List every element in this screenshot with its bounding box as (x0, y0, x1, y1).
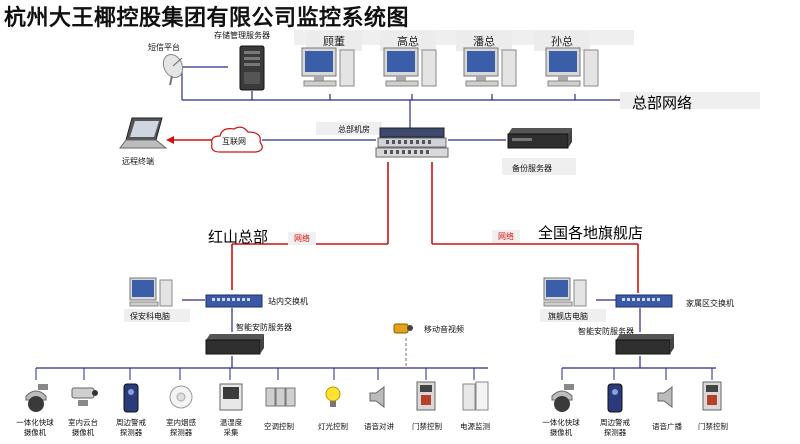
network-switch-icon (205, 294, 263, 308)
rack-server-icon (615, 334, 674, 355)
rack-server-icon (205, 334, 264, 355)
storage-server-label: 存储管理服务器 (214, 31, 270, 40)
device-label: 灯光控制 (318, 422, 348, 431)
perimeter-detector-icon (123, 383, 139, 413)
device-label: 一体化快球摄像机 (542, 418, 580, 437)
left-security-server-label: 智能安防服务器 (236, 323, 292, 332)
desktop-pc-icon (463, 47, 517, 87)
power-monitor-icon (462, 381, 489, 411)
machine-room-label: 总部机房 (338, 125, 370, 134)
desktop-pc-icon (543, 277, 587, 307)
smoke-detector-icon (169, 385, 193, 409)
satellite-dish-icon (162, 53, 184, 86)
pc-label-sun: 孙总 (534, 31, 590, 51)
speed-dome-camera-icon (25, 384, 48, 412)
light-bulb-icon (325, 386, 341, 407)
rack-server-icon (507, 128, 572, 149)
network-switch-icon (615, 294, 673, 308)
pc-label-pan: 潘总 (456, 31, 512, 51)
access-control-icon (702, 381, 722, 411)
device-label: 空调控制 (264, 422, 294, 431)
pc-label-gao: 高总 (380, 31, 436, 51)
device-label: 语音广播 (652, 422, 682, 431)
station-switch-label: 站内交换机 (268, 297, 308, 306)
backup-server-bar (502, 158, 576, 175)
right-security-server-label: 智能安防服务器 (578, 327, 634, 336)
diagram-title: 杭州大王椰控股集团有限公司监控系统图 (4, 5, 410, 31)
security-pc-label: 保安科电脑 (130, 312, 170, 321)
machine-room-bar (316, 122, 382, 135)
security-pc-bar (124, 309, 190, 322)
device-label: 室内云台摄像机 (68, 418, 98, 437)
left-network-label: 网络 (288, 232, 316, 245)
flagship-pc-label: 旗舰店电脑 (548, 312, 588, 321)
hq-network-label: 总部网络 (632, 94, 693, 112)
right-site-title: 全国各地旗舰店 (538, 224, 644, 242)
thermo-hygrometer-icon (219, 383, 243, 411)
backup-server-label: 备份服务器 (512, 164, 552, 173)
device-label: 门禁控制 (698, 422, 728, 431)
tower-server-icon (239, 45, 265, 91)
pc-label-gu: 顾董 (306, 31, 362, 51)
internet-label: 互联网 (222, 137, 246, 146)
sms-platform-label: 短信平台 (148, 43, 180, 52)
speed-dome-camera-icon (551, 384, 574, 412)
mobile-camera-icon (393, 323, 413, 334)
desktop-pc-icon (545, 47, 599, 87)
flagship-pc-bar (540, 309, 606, 322)
left-site-title: 红山总部 (208, 228, 269, 246)
device-label: 温湿度采集 (219, 418, 243, 437)
air-conditioner-icon (265, 387, 296, 407)
device-label: 周边警戒探测器 (600, 418, 630, 437)
perimeter-detector-icon (607, 383, 623, 413)
cloud-icon (211, 126, 263, 153)
device-label: 室内烟感探测器 (166, 418, 196, 437)
laptop-icon (119, 117, 168, 149)
device-label: 周边警戒探测器 (116, 418, 146, 437)
desktop-pc-icon (129, 277, 173, 307)
ptz-camera-icon (71, 387, 98, 406)
right-network-label: 网络 (492, 230, 520, 243)
hq-network-bar (620, 92, 760, 109)
family-switch-label: 家属区交换机 (686, 299, 734, 308)
device-label: 门禁控制 (412, 422, 442, 431)
desktop-pc-icon (383, 47, 437, 87)
desktop-pc-icon (301, 47, 355, 87)
speaker-icon (657, 386, 673, 408)
access-control-icon (416, 381, 436, 411)
device-label: 一体化快球摄像机 (16, 418, 54, 437)
device-label: 电源监测 (460, 422, 490, 431)
speaker-icon (369, 386, 385, 408)
remote-terminal-label: 远程终端 (122, 157, 154, 166)
mobile-av-label: 移动音视频 (424, 325, 464, 334)
device-label: 语音对讲 (364, 422, 394, 431)
core-switch-stack-icon (375, 127, 449, 158)
